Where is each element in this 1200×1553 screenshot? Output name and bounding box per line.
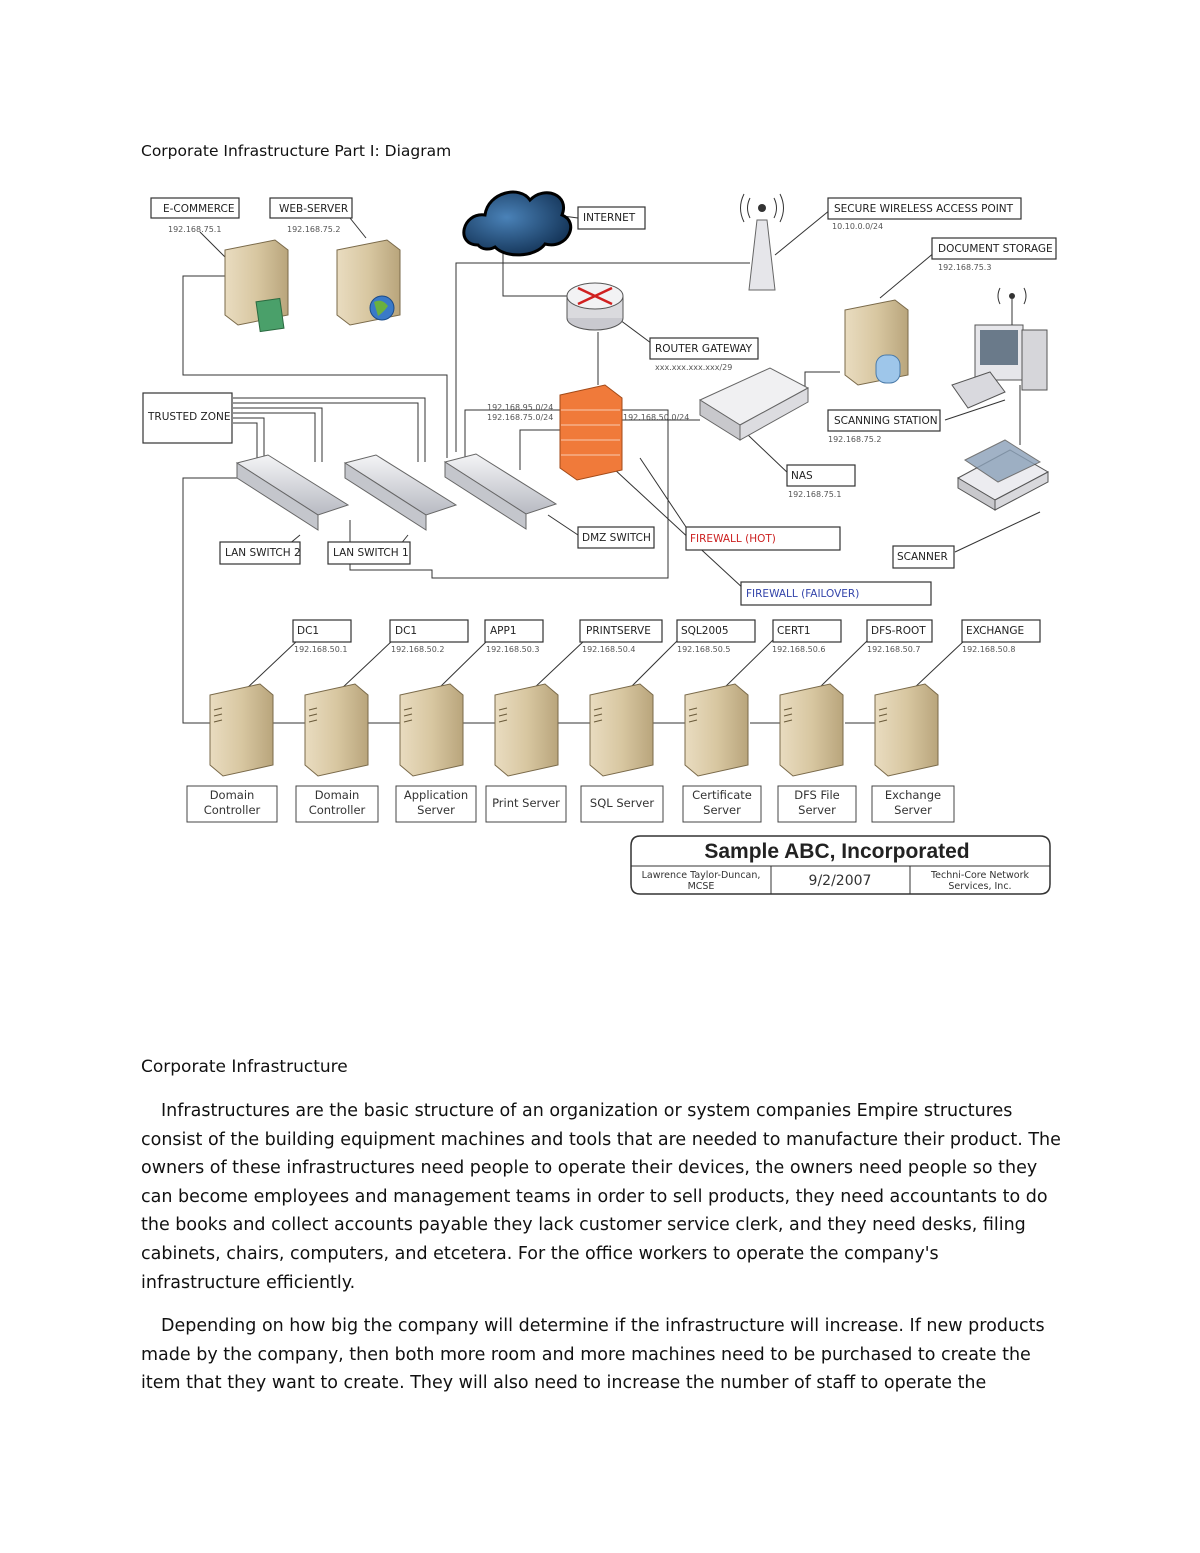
server-caption: DFS File — [794, 788, 839, 802]
dmz-switch-icon — [443, 453, 558, 530]
server-caption: Server — [798, 803, 836, 817]
server-name: DFS-ROOT — [871, 625, 926, 637]
internet-cloud-icon — [462, 190, 573, 257]
server-name: PRINTSERVE — [586, 625, 651, 637]
paragraph: Infrastructures are the basic structure … — [141, 1101, 1061, 1293]
router-icon — [566, 282, 624, 331]
web-server-icon — [336, 239, 401, 326]
org-line-2: Services, Inc. — [948, 881, 1011, 892]
scanner-label: SCANNER — [897, 551, 948, 563]
label-boxes — [142, 197, 1057, 643]
connection-lines — [182, 209, 1041, 724]
paragraph: Depending on how big the company will de… — [141, 1316, 1045, 1394]
scanning-station-label: SCANNING STATION — [834, 415, 938, 427]
org-line-1: Techni-Core Network — [930, 870, 1030, 881]
author-line-2: MCSE — [688, 881, 715, 892]
server-tower-icon — [684, 683, 749, 777]
workstation-icon — [951, 287, 1048, 409]
server-tower-icon — [209, 683, 274, 777]
server-tower-icon — [779, 683, 844, 777]
server-name: SQL2005 — [681, 625, 729, 637]
title-block: Sample ABC, Incorporated Lawrence Taylor… — [630, 835, 1051, 895]
ecommerce-server-icon — [224, 239, 289, 333]
network-diagram: E-COMMERCE 192.168.75.1 WEB-SERVER 192.1… — [142, 190, 1057, 895]
router-ip: xxx.xxx.xxx.xxx/29 — [655, 363, 732, 372]
server-caption: Application — [404, 788, 468, 802]
server-ip: 192.168.50.2 — [391, 645, 444, 654]
firewall-icon — [559, 384, 623, 481]
diagram-date: 9/2/2007 — [809, 873, 872, 889]
server-name: CERT1 — [777, 625, 811, 637]
wireless-access-point-icon — [740, 193, 784, 291]
server-labels: DC1 192.168.50.1 DC1 192.168.50.2 APP1 1… — [294, 625, 1024, 654]
server-caption: Exchange — [885, 788, 941, 802]
nas-ip: 192.168.75.1 — [788, 490, 841, 499]
nas-label: NAS — [791, 470, 813, 482]
server-caption: Certificate — [692, 788, 752, 802]
scanning-station-ip: 192.168.75.2 — [828, 435, 881, 444]
server-tower-icon — [304, 683, 369, 777]
server-tower-icon — [399, 683, 464, 777]
caption-boxes — [186, 785, 955, 823]
lan-switch-1-label: LAN SWITCH 1 — [333, 547, 409, 559]
company-name: Sample ABC, Incorporated — [704, 840, 969, 863]
lan-switch-2-label: LAN SWITCH 2 — [225, 547, 301, 559]
server-caption: Server — [703, 803, 741, 817]
server-row — [209, 683, 939, 777]
server-caption: SQL Server — [590, 796, 654, 810]
server-ip: 192.168.50.6 — [772, 645, 825, 654]
server-ip: 192.168.50.8 — [962, 645, 1015, 654]
server-tower-icon — [589, 683, 654, 777]
firewall-ip-left-1: 192.168.95.0/24 — [487, 403, 553, 412]
author-line-1: Lawrence Taylor-Duncan, — [642, 870, 761, 881]
server-ip: 192.168.50.7 — [867, 645, 920, 654]
server-caption: Domain — [315, 788, 360, 802]
server-caption: Controller — [309, 803, 366, 817]
doc-storage-label: DOCUMENT STORAGE — [938, 243, 1053, 255]
firewall-failover-label: FIREWALL (FAILOVER) — [746, 588, 859, 600]
lan-switch-2-icon — [235, 454, 350, 531]
server-caption: Print Server — [492, 796, 560, 810]
firewall-ip-right: 192.168.50.0/24 — [623, 413, 689, 422]
server-ip: 192.168.50.3 — [486, 645, 539, 654]
section-heading: Corporate Infrastructure — [141, 1057, 348, 1077]
webserver-label: WEB-SERVER — [279, 203, 348, 215]
server-name: EXCHANGE — [966, 625, 1024, 637]
server-tower-icon — [874, 683, 939, 777]
server-name: DC1 — [395, 625, 417, 637]
doc-storage-ip: 192.168.75.3 — [938, 263, 991, 272]
page-title: Corporate Infrastructure Part I: Diagram — [141, 142, 452, 160]
server-name: DC1 — [297, 625, 319, 637]
document-storage-server-icon — [844, 299, 909, 386]
webserver-ip: 192.168.75.2 — [287, 225, 340, 234]
ecommerce-ip: 192.168.75.1 — [168, 225, 221, 234]
lan-switch-1-icon — [343, 454, 458, 531]
server-caption: Domain — [210, 788, 255, 802]
scanner-icon — [956, 439, 1050, 511]
internet-label: INTERNET — [583, 212, 636, 224]
server-tower-icon — [494, 683, 559, 777]
trusted-zone-label: TRUSTED ZONE — [147, 411, 230, 423]
server-caption: Server — [417, 803, 455, 817]
server-caption: Controller — [204, 803, 261, 817]
firewall-ip-left-2: 192.168.75.0/24 — [487, 413, 553, 422]
server-name: APP1 — [490, 625, 517, 637]
dmz-switch-label: DMZ SWITCH — [582, 532, 651, 544]
server-ip: 192.168.50.4 — [582, 645, 635, 654]
nas-icon — [698, 367, 810, 441]
ecommerce-label: E-COMMERCE — [163, 203, 235, 215]
firewall-hot-label: FIREWALL (HOT) — [690, 533, 776, 545]
wireless-label: SECURE WIRELESS ACCESS POINT — [834, 203, 1014, 215]
server-caption: Server — [894, 803, 932, 817]
router-label: ROUTER GATEWAY — [655, 343, 753, 355]
server-ip: 192.168.50.5 — [677, 645, 730, 654]
server-ip: 192.168.50.1 — [294, 645, 347, 654]
wireless-ip: 10.10.0.0/24 — [832, 222, 883, 231]
